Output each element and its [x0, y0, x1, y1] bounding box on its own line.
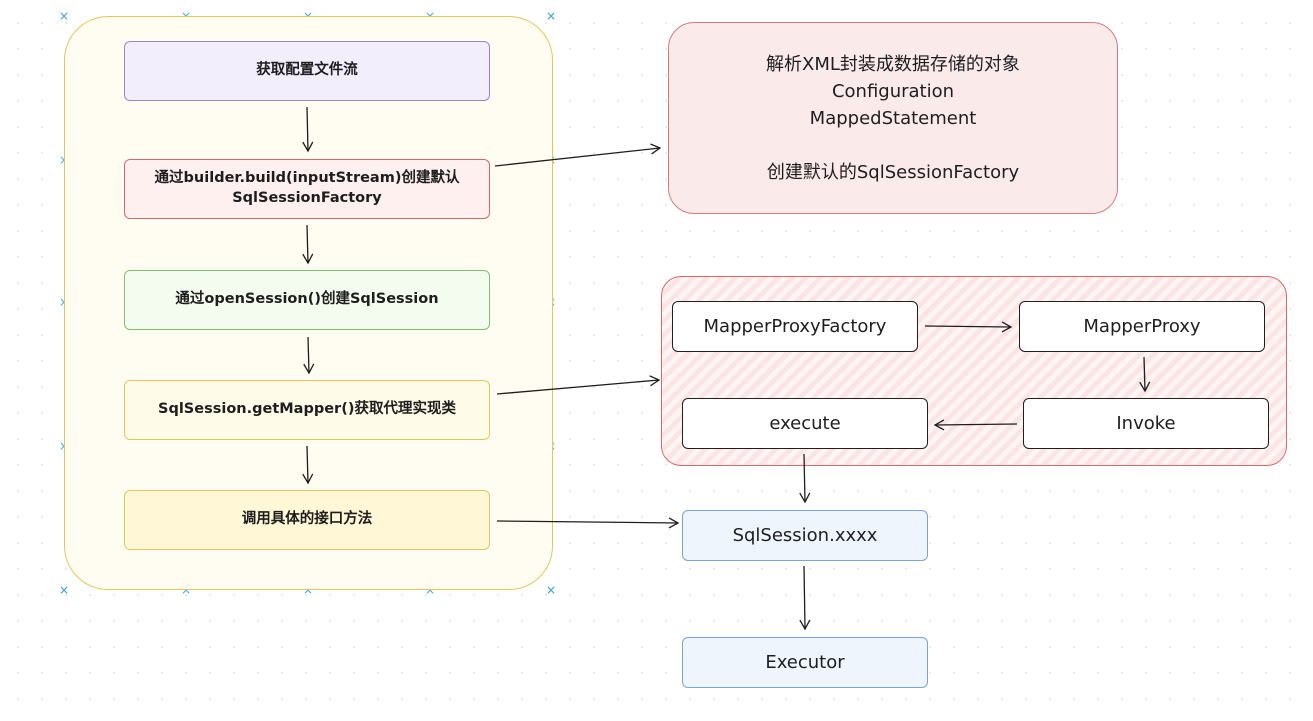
step-open-session[interactable]: 通过openSession()创建SqlSession [124, 270, 490, 330]
arrow-step4-to-proxy-group [496, 375, 661, 395]
sqlsession-node[interactable]: SqlSession.xxxx [682, 510, 928, 561]
arrow-step5-to-sqlsession [496, 517, 680, 529]
info-line: Configuration [831, 80, 955, 102]
selection-handle-icon: × [59, 9, 70, 23]
selection-handle-icon: × [59, 583, 70, 597]
arrow-execute-to-sqlsession [799, 453, 811, 504]
arrow-step4-to-step5 [302, 445, 314, 485]
selection-handle-icon: × [546, 9, 557, 23]
node-label: Invoke [1116, 413, 1176, 434]
selection-handle-icon: × [546, 583, 557, 597]
step-label: 获取配置文件流 [256, 62, 358, 79]
arrow-step2-to-info [494, 143, 662, 167]
node-label: Executor [765, 652, 845, 673]
step-label: 通过openSession()创建SqlSession [175, 291, 439, 308]
node-label: execute [769, 413, 841, 434]
selection-handle-icon: × [425, 583, 436, 597]
info-line: 创建默认的SqlSessionFactory [766, 161, 1020, 183]
info-line: 解析XML封装成数据存储的对象 [766, 53, 1020, 75]
selection-handle-icon: × [546, 9, 557, 23]
selection-handle-icon: × [59, 9, 70, 23]
mapper-proxy-node[interactable]: MapperProxy [1019, 301, 1265, 352]
step-get-mapper[interactable]: SqlSession.getMapper()获取代理实现类 [124, 380, 490, 440]
invoke-node[interactable]: Invoke [1023, 398, 1269, 449]
node-label: SqlSession.xxxx [732, 525, 878, 546]
step-label: 通过builder.build(inputStream)创建默认 SqlSess… [154, 170, 460, 206]
mapper-proxy-factory-node[interactable]: MapperProxyFactory [672, 301, 918, 352]
arrow-sqlsession-to-executor [799, 565, 811, 631]
info-line: MappedStatement [809, 107, 977, 129]
step-label: SqlSession.getMapper()获取代理实现类 [158, 401, 456, 418]
arrow-proxy-to-invoke [1139, 356, 1151, 393]
arrow-step2-to-step3 [302, 224, 314, 265]
executor-node[interactable]: Executor [682, 637, 928, 688]
execute-node[interactable]: execute [682, 398, 928, 449]
selection-handle-icon: × [546, 583, 557, 597]
node-label: MapperProxyFactory [703, 316, 887, 337]
selection-handle-icon: × [59, 583, 70, 597]
arrow-step1-to-step2 [302, 106, 314, 153]
step-call-interface-method[interactable]: 调用具体的接口方法 [124, 490, 490, 550]
selection-handle-icon: × [303, 583, 314, 597]
node-label: MapperProxy [1083, 316, 1201, 337]
step-build-session-factory[interactable]: 通过builder.build(inputStream)创建默认 SqlSess… [124, 159, 490, 219]
selection-handle-icon: × [181, 583, 192, 597]
parse-xml-info-box[interactable]: 解析XML封装成数据存储的对象 Configuration MappedStat… [668, 22, 1118, 214]
step-label: 调用具体的接口方法 [241, 511, 373, 528]
arrow-factory-to-proxy [924, 321, 1013, 333]
arrow-invoke-to-execute [933, 419, 1018, 431]
step-get-config-stream[interactable]: 获取配置文件流 [124, 41, 490, 101]
arrow-step3-to-step4 [303, 336, 315, 375]
